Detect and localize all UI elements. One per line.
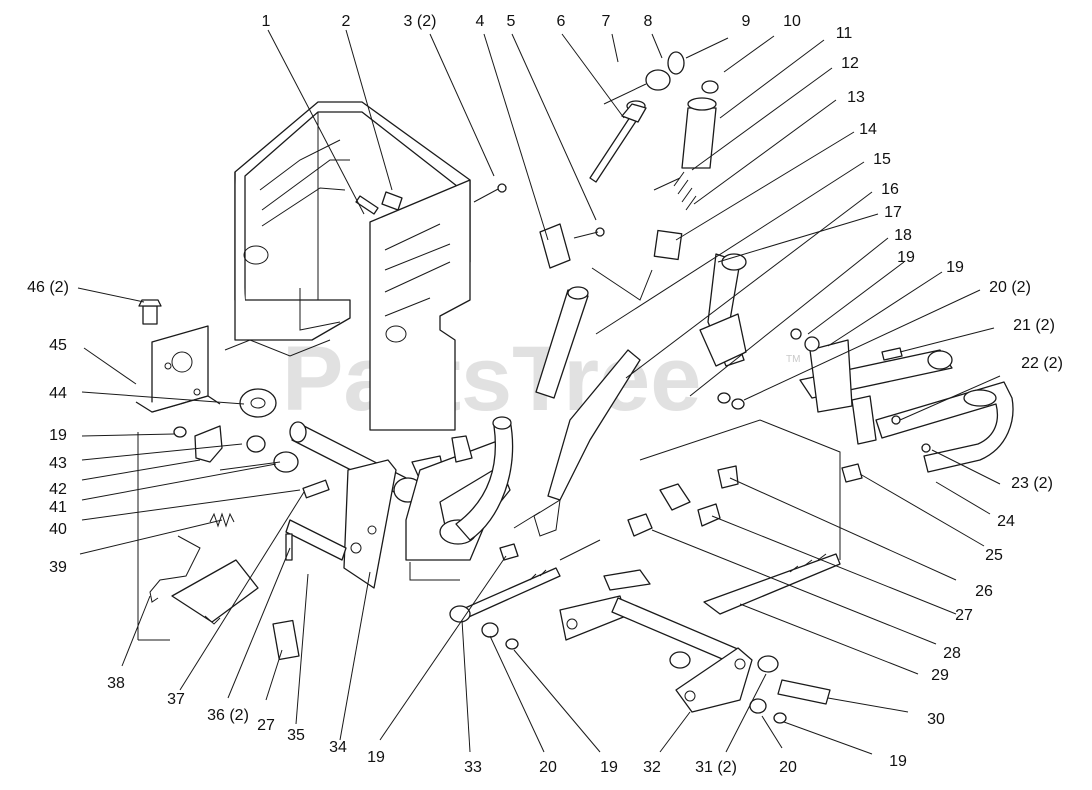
callout-c37: 37 bbox=[167, 691, 185, 708]
callout-c1: 1 bbox=[262, 13, 271, 30]
callout-c15: 15 bbox=[873, 151, 891, 168]
callout-c19b: 19 bbox=[946, 259, 964, 276]
leader-lines bbox=[77, 29, 1001, 755]
callout-c20c: 20 bbox=[539, 759, 557, 776]
callout-c8: 8 bbox=[644, 13, 653, 30]
callout-c42: 42 bbox=[49, 481, 67, 498]
top-hardware bbox=[355, 183, 605, 269]
callout-c26: 26 bbox=[975, 583, 993, 600]
callout-c16: 16 bbox=[881, 181, 899, 198]
callout-c4: 4 bbox=[476, 13, 485, 30]
callout-c19e: 19 bbox=[367, 749, 385, 766]
callout-c24: 24 bbox=[997, 513, 1015, 530]
callout-c33: 33 bbox=[464, 759, 482, 776]
callout-c19d: 19 bbox=[600, 759, 618, 776]
callout-c32: 32 bbox=[643, 759, 661, 776]
callout-c3: 3 (2) bbox=[404, 13, 437, 30]
callout-c46: 46 (2) bbox=[27, 279, 69, 296]
curved-lever bbox=[455, 349, 641, 541]
spring-and-plate bbox=[149, 512, 347, 661]
watermark-trademark: TM bbox=[786, 354, 800, 365]
callout-c19c: 19 bbox=[889, 753, 907, 770]
callout-c27b: 27 bbox=[257, 717, 275, 734]
callout-c28: 28 bbox=[943, 645, 961, 662]
knob-assembly bbox=[645, 51, 719, 261]
callout-c9: 9 bbox=[742, 13, 751, 30]
callout-c39: 39 bbox=[49, 559, 67, 576]
callout-c19f: 19 bbox=[49, 427, 67, 444]
callout-c19a: 19 bbox=[897, 249, 915, 266]
callout-c44: 44 bbox=[49, 385, 67, 402]
callout-c35: 35 bbox=[287, 727, 305, 744]
callout-c2: 2 bbox=[342, 13, 351, 30]
callout-c7: 7 bbox=[602, 13, 611, 30]
callout-c45: 45 bbox=[49, 337, 67, 354]
pedal-shaft-assembly bbox=[173, 388, 445, 589]
callout-c29: 29 bbox=[931, 667, 949, 684]
console-housing bbox=[224, 101, 471, 431]
shift-lever bbox=[535, 83, 647, 399]
callout-c27a: 27 bbox=[955, 607, 973, 624]
callout-c18: 18 bbox=[894, 227, 912, 244]
callout-c30: 30 bbox=[927, 711, 945, 728]
callout-c13: 13 bbox=[847, 89, 865, 106]
callout-c31: 31 (2) bbox=[695, 759, 737, 776]
callout-c41: 41 bbox=[49, 499, 67, 516]
callout-c12: 12 bbox=[841, 55, 859, 72]
callout-c36: 36 (2) bbox=[207, 707, 249, 724]
callout-c6: 6 bbox=[557, 13, 566, 30]
callout-c25: 25 bbox=[985, 547, 1003, 564]
alignment-lines bbox=[137, 267, 841, 641]
callout-c20a: 20 (2) bbox=[989, 279, 1031, 296]
callout-c17: 17 bbox=[884, 204, 902, 221]
center-rod bbox=[449, 567, 561, 650]
callout-c43: 43 bbox=[49, 455, 67, 472]
callout-c38: 38 bbox=[107, 675, 125, 692]
watermark-text: PartsTree bbox=[282, 328, 701, 430]
callout-c40: 40 bbox=[49, 521, 67, 538]
callout-c23: 23 (2) bbox=[1011, 475, 1053, 492]
callout-c21: 21 (2) bbox=[1013, 317, 1055, 334]
lower-right-linkage bbox=[559, 465, 841, 724]
callout-c10: 10 bbox=[783, 13, 801, 30]
callout-c20b: 20 bbox=[779, 759, 797, 776]
mounting-bracket bbox=[135, 299, 221, 413]
callout-c11: 11 bbox=[836, 25, 853, 42]
callout-c14: 14 bbox=[859, 121, 877, 138]
callout-c34: 34 bbox=[329, 739, 347, 756]
callout-c22: 22 (2) bbox=[1021, 355, 1063, 372]
callout-c5: 5 bbox=[507, 13, 516, 30]
right-arm-assembly bbox=[699, 253, 1014, 483]
